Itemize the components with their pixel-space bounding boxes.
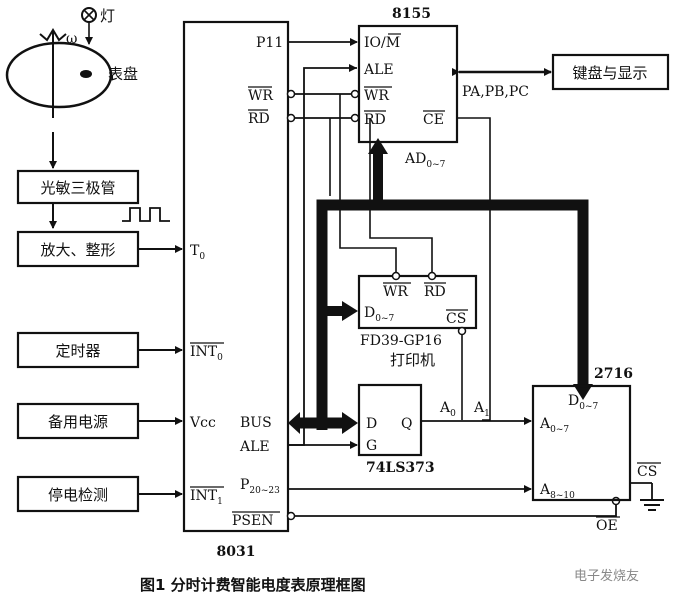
cpu-8031-label: 8031: [217, 544, 256, 560]
power-fail-detect-label: 停电检测: [48, 486, 108, 504]
pin-psen: PSEN: [232, 513, 273, 529]
pin-d-2716: D0~7: [568, 393, 599, 412]
latch-74ls373: [357, 383, 423, 457]
meter-dial: ω 灯 表盘: [5, 7, 138, 118]
ground-icon: [640, 499, 664, 511]
eprom-2716: [531, 384, 632, 502]
data-bus: [316, 199, 589, 430]
pin-ale-8155: ALE: [363, 62, 394, 78]
pulse-waveform: [122, 207, 170, 222]
pin-bus: BUS: [240, 415, 272, 431]
keyboard-display-label: 键盘与显示: [572, 64, 647, 82]
printer-block: [357, 274, 478, 330]
printer-model-label: FD39-GP16: [360, 333, 442, 349]
pin-cs-printer: CS: [446, 311, 466, 327]
phototransistor-block: [16, 169, 140, 205]
phototransistor-label: 光敏三极管: [40, 179, 115, 197]
timer-label: 定时器: [55, 342, 100, 360]
pin-ad: AD0~7: [404, 151, 446, 170]
pin-oe-2716: OE: [596, 518, 618, 534]
chip-8155: [357, 24, 459, 144]
omega-label: ω: [66, 31, 77, 47]
cpu-8031: [182, 20, 290, 533]
pin-t0: T0: [190, 243, 205, 262]
pin-wr-8155: WR: [364, 88, 389, 104]
keyboard-display-block: [551, 53, 670, 91]
pin-d-latch: D: [366, 416, 377, 432]
dial-label: 表盘: [108, 65, 138, 83]
lamp-label: 灯: [100, 7, 115, 25]
pin-ce-8155: CE: [423, 112, 444, 128]
pin-int1: INT1: [190, 488, 223, 507]
eprom-label: 2716: [594, 366, 633, 382]
pin-wr-8031: WR: [248, 88, 273, 104]
pin-int0: INT0: [190, 344, 223, 363]
pin-cs-2716: CS: [637, 464, 657, 480]
pin-a0: A0: [439, 400, 456, 419]
pin-rd-printer: RD: [424, 284, 446, 300]
latch-label: 74LS373: [366, 460, 435, 476]
chip-8155-label: 8155: [392, 6, 431, 22]
pin-wr-printer: WR: [383, 284, 408, 300]
pin-g-latch: G: [366, 438, 377, 454]
pin-vcc: Vcc: [189, 415, 216, 431]
pin-q-latch: Q: [401, 416, 412, 432]
pin-p11: P11: [256, 35, 283, 51]
pin-a-lo-2716: A0~7: [539, 416, 569, 435]
backup-power-label: 备用电源: [48, 413, 108, 431]
pin-a1: A1: [473, 400, 490, 419]
pin-rd-8155: RD: [364, 112, 386, 128]
amplify-shape-label: 放大、整形: [40, 241, 115, 259]
printer-name-label: 打印机: [390, 351, 435, 369]
pin-p2: P20~23: [240, 477, 280, 496]
pin-d-printer: D0~7: [364, 305, 395, 324]
ports-label: PA,PB,PC: [462, 84, 529, 100]
pin-ale-8031: ALE: [239, 439, 270, 455]
pin-iom: IO/M: [364, 35, 400, 51]
pin-a-hi-2716: A8~10: [539, 482, 575, 501]
pin-rd-8031: RD: [248, 111, 270, 127]
figure-caption: 图1 分时计费智能电度表原理框图: [140, 576, 366, 594]
watermark: 电子发烧友: [574, 568, 639, 584]
